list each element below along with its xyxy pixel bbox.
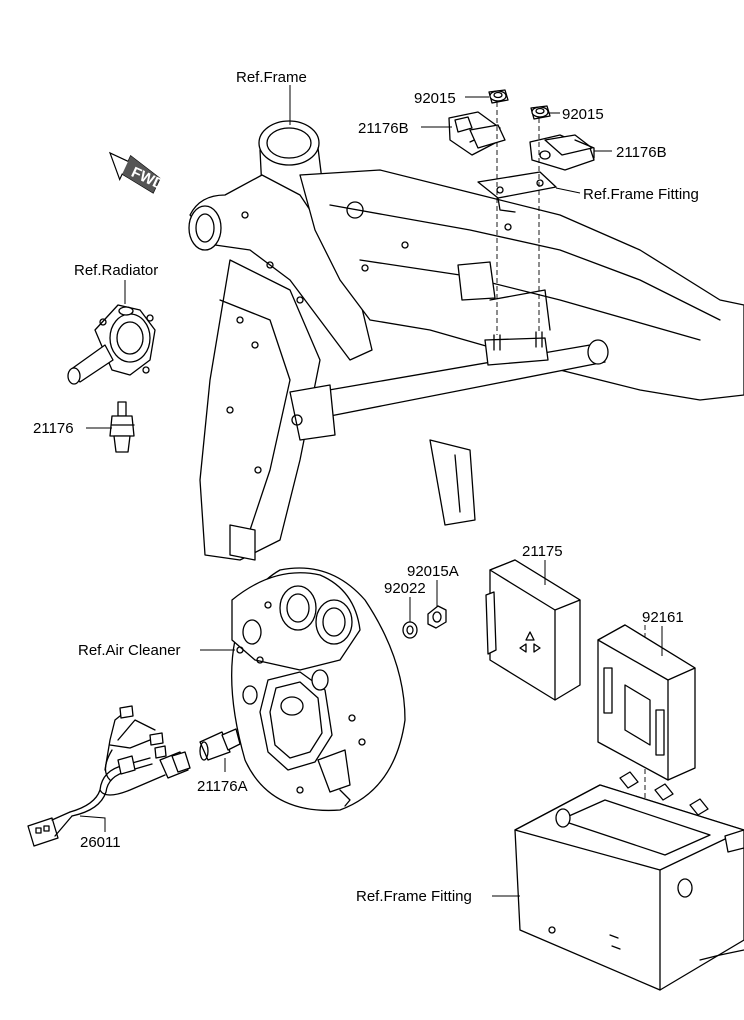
- leader-lines: [79, 85, 663, 897]
- label-part-92022: 92022: [384, 580, 426, 597]
- label-part-92161: 92161: [642, 609, 684, 626]
- nut-92015A-drawing: [427, 605, 447, 629]
- label-ref-frame: Ref.Frame: [236, 69, 307, 86]
- air-cleaner-drawing: [231, 567, 406, 812]
- label-part-21176: 21176: [33, 420, 74, 437]
- harness-26011-drawing: [27, 705, 191, 847]
- label-ref-frame-fitting-top: Ref.Frame Fitting: [583, 186, 699, 203]
- label-ref-frame-fitting-bottom: Ref.Frame Fitting: [356, 888, 472, 905]
- thermo-sensor-21176A-drawing: [199, 728, 241, 761]
- frame-drawing: [188, 120, 744, 561]
- sensor-21176B-right-drawing: [529, 134, 595, 171]
- nut-92015-left-drawing: [488, 89, 509, 104]
- washer-92022-drawing: [402, 621, 418, 639]
- label-part-21176A: 21176A: [197, 778, 248, 795]
- thermo-sensor-21176-drawing: [109, 401, 135, 453]
- ecu-21175-drawing: [485, 559, 581, 701]
- sensor-21176B-left-drawing: [448, 111, 506, 156]
- label-part-21176B-left: 21176B: [358, 120, 409, 137]
- label-part-92015A: 92015A: [407, 563, 459, 580]
- label-part-21176B-right: 21176B: [616, 144, 667, 161]
- forward-direction-badge: FWD: [108, 151, 167, 194]
- label-ref-radiator: Ref.Radiator: [74, 262, 158, 279]
- radiator-housing-drawing: [67, 304, 156, 385]
- label-part-21175: 21175: [522, 543, 563, 560]
- label-part-92015-right: 92015: [562, 106, 604, 123]
- nut-92015-right-drawing: [530, 105, 551, 120]
- frame-fitting-tray-drawing: [514, 771, 744, 991]
- label-ref-air-cleaner: Ref.Air Cleaner: [78, 642, 181, 659]
- label-part-92015-left: 92015: [414, 90, 456, 107]
- cover-92161-drawing: [597, 624, 696, 781]
- frame-fitting-plate-drawing: [477, 171, 557, 351]
- label-part-26011: 26011: [80, 834, 121, 851]
